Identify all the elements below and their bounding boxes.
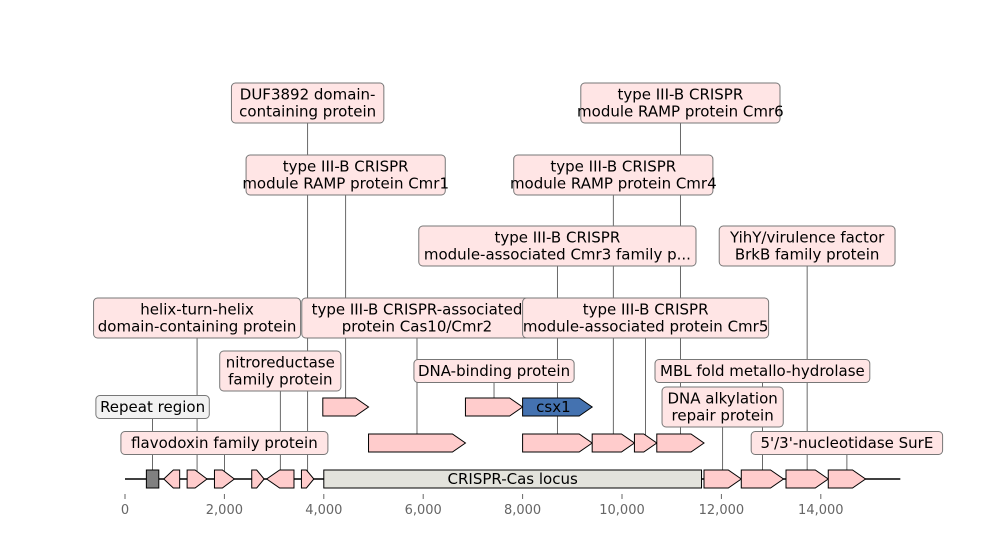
feature-label-line: nitroreductase [226,354,335,372]
gene-arrow [186,469,208,489]
feature-label-box [580,82,781,124]
gene-arrow [265,469,295,489]
feature-label-text: flavodoxin family protein [131,434,318,452]
feature-label-line: Repeat region [100,398,205,416]
feature-label-line: repair protein [672,407,774,425]
gene-arrow [656,433,705,453]
gene-arrow [464,397,524,417]
feature-label-box [522,297,770,339]
x-axis-tick-label: 0 [121,503,129,518]
crispr-cas-locus-label: CRISPR-Cas locus [448,470,578,488]
feature-label-box [219,350,342,392]
feature-label-line: module RAMP protein Cmr1 [242,175,449,193]
feature-label-line: 5'/3'-nucleotidase SurE [760,434,933,452]
feature-label-line: helix-turn-helix [140,301,254,319]
feature-label-box [93,297,302,339]
gene-arrow [522,433,594,453]
feature-label-box [95,395,210,419]
x-axis-tick-label: 2,000 [206,503,243,518]
feature-label-line: type III-B CRISPR [494,229,620,247]
feature-label-line: module-associated Cmr3 family p... [424,246,691,264]
gene-arrow [591,433,636,453]
feature-label-line: DNA alkylation [668,390,778,408]
gene-arrow [368,433,467,453]
gene-arrow [633,433,658,453]
feature-label-line: DNA-binding protein [418,362,570,380]
feature-label-box [661,386,784,428]
x-axis-ticks: 0 2,000 4,000 6,000 8,000 10,000 12,000 14,000 [121,494,844,518]
feature-label-box [718,225,896,267]
feature-label-line: type III-B CRISPR [583,301,709,319]
feature-label-line: module-associated protein Cmr5 [523,318,769,336]
x-axis-tick-label: 4,000 [305,503,342,518]
csx1-gene-arrow [522,397,594,417]
feature-label-line: MBL fold metallo-hydrolase [660,362,865,380]
feature-label-text: Repeat region [100,398,205,416]
feature-label-box [418,225,697,267]
crispr-cas-locus: CRISPR-Cas locus [323,469,703,489]
feature-label-box [654,359,871,383]
gene-arrow [251,469,265,489]
feature-label-line: family protein [228,371,332,389]
gene-arrow [740,469,785,489]
feature-label-box [120,431,329,455]
feature-label-box [413,359,575,383]
feature-label-line: domain-containing protein [98,318,297,336]
feature-label-line: protein Cas10/Cmr2 [342,318,493,336]
feature-label-line: type III-B CRISPR [550,158,676,176]
csx1-gene-label: csx1 [536,398,570,416]
feature-label-line: YihY/virulence factor [729,229,885,247]
feature-label-box [750,431,944,455]
gene-features: csx1 [145,397,867,489]
feature-label-line: type III-B CRISPR [283,158,409,176]
gene-arrow [322,397,370,417]
feature-label-text: 5'/3'-nucleotidase SurE [760,434,933,452]
gene-arrow [213,469,236,489]
gene-arrow [163,469,181,489]
feature-label-text: MBL fold metallo-hydrolase [660,362,865,380]
feature-label-line: flavodoxin family protein [131,434,318,452]
feature-label-box [513,154,714,196]
feature-label-text: DNA-binding protein [418,362,570,380]
x-axis-tick-label: 12,000 [699,503,745,518]
feature-label-box [230,82,385,124]
x-axis-tick-label: 14,000 [798,503,844,518]
gene-arrow [300,469,315,489]
feature-label-line: DUF3892 domain- [240,86,376,104]
x-axis-tick-label: 10,000 [599,503,645,518]
gene-arrow [703,469,743,489]
feature-label-box [245,154,446,196]
feature-label-line: BrkB family protein [735,246,880,264]
gene-arrow [827,469,867,489]
feature-label-line: type III-B CRISPR-associated [312,301,523,319]
repeat-region-mark [145,469,160,489]
feature-label-line: type III-B CRISPR [617,86,743,104]
feature-label-line: module RAMP protein Cmr6 [577,103,784,121]
crispr-cas-locus-box [323,469,703,489]
feature-label-text: DUF3892 domain-containing protein [239,86,376,121]
x-axis-tick-label: 8,000 [504,503,541,518]
feature-label-line: module RAMP protein Cmr4 [510,175,717,193]
gene-arrow [785,469,830,489]
feature-label-line: containing protein [239,103,376,121]
x-axis-tick-label: 6,000 [405,503,442,518]
